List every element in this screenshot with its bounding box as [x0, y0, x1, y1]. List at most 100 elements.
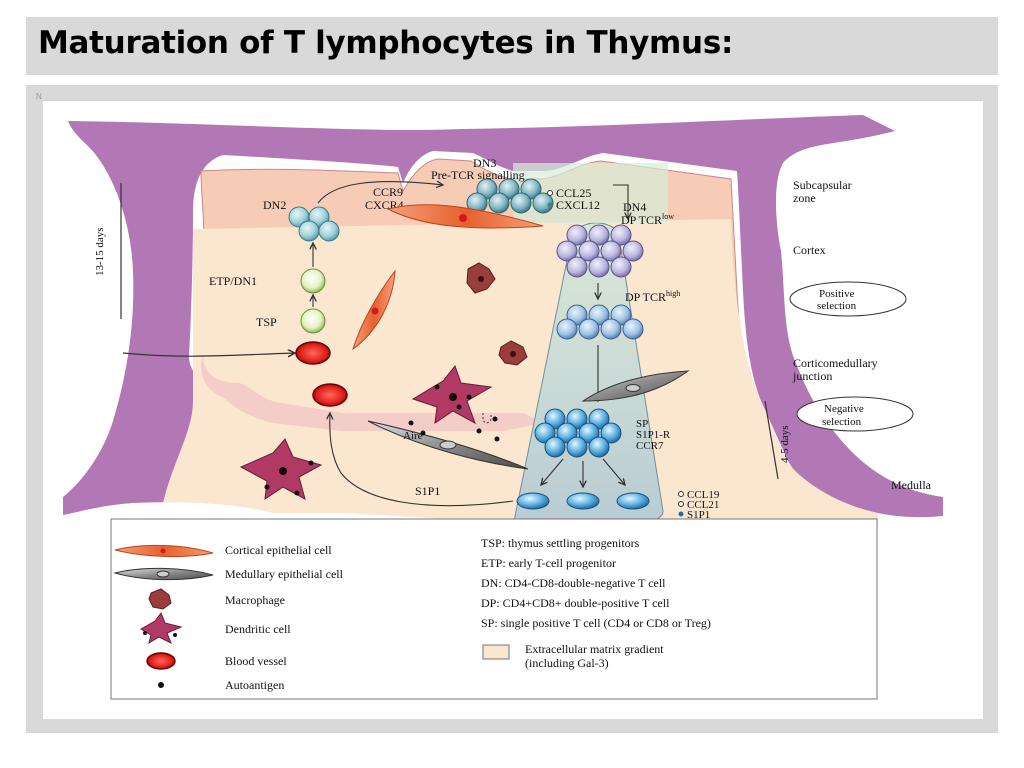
legend-cortical-nucleus — [160, 548, 166, 554]
arrow-dn2-dn3 — [317, 182, 443, 204]
thymus-diagram: 13-15 days 4-5 days TSP ETP/DN1 DN2 CCR9… — [43, 101, 983, 719]
legend-cortical-label: Cortical epithelial cell — [225, 543, 332, 557]
timeline-early-label: 13-15 days — [94, 227, 106, 276]
dp-low-cluster — [556, 224, 644, 278]
dn3-sub: Pre-TCR signalling — [431, 168, 525, 182]
blood-vessel-upper — [295, 341, 331, 365]
legend-dn-def: DN: CD4-CD8-double-negative T cell — [481, 576, 666, 590]
junction-band — [201, 356, 543, 431]
etp-cell — [300, 268, 326, 294]
dendritic-nucleus-2 — [279, 467, 287, 475]
zone-subcapsular-2: zone — [793, 191, 816, 205]
legend-macrophage-swatch — [148, 588, 172, 610]
legend-medullary-nucleus — [156, 570, 170, 578]
negative-selection-oval — [796, 396, 914, 432]
zone-negative-1: Negative — [824, 403, 864, 415]
medulla-region — [163, 219, 878, 531]
dp-low-sup: low — [662, 212, 674, 221]
legend-dendritic-swatch — [140, 611, 183, 645]
autoantigen-dots — [264, 384, 500, 496]
dn2-label: DN2 — [263, 198, 286, 212]
dp-low-label: DP TCRlow — [621, 212, 674, 227]
positive-selection-oval — [789, 281, 907, 317]
dp-high-label: DP TCRhigh — [625, 289, 680, 304]
sp-label-2: S1P1-R — [636, 429, 671, 441]
ccl19-dot — [678, 491, 684, 497]
arrow-dn3-dn4 — [613, 184, 628, 219]
legend-dendritic-dot-2 — [173, 633, 177, 637]
timeline-late-label: 4-5 days — [779, 425, 791, 463]
legend-etp-def: ETP: early T-cell progenitor — [481, 556, 616, 570]
dn2-cluster — [288, 206, 340, 242]
cxcl12-label: CXCL12 — [556, 198, 600, 212]
slide-title: Maturation of T lymphocytes in Thymus: — [38, 25, 734, 61]
zone-cmj-2: junction — [792, 369, 832, 383]
dp-high-sup: high — [666, 289, 680, 298]
zone-cortex: Cortex — [793, 243, 826, 257]
zone-negative-2: selection — [822, 416, 862, 428]
legend-box — [110, 518, 878, 700]
legend-macrophage-label: Macrophage — [225, 593, 285, 607]
sp-cluster — [534, 408, 622, 458]
s1p1-dot — [678, 511, 684, 517]
ccl21-label: CCL21 — [687, 499, 719, 511]
dendritic-nucleus-1 — [449, 393, 457, 401]
zone-positive-2: selection — [817, 300, 857, 312]
dp-low-text: DP TCR — [621, 213, 662, 227]
tsp-label: TSP — [256, 315, 277, 329]
s1p1-arrow — [330, 413, 514, 507]
legend-tsp-def: TSP: thymus settling progenitors — [481, 536, 640, 550]
s1p1-left-label: S1P1 — [415, 484, 440, 498]
legend-autoantigen-label: Autoantigen — [225, 678, 284, 692]
legend-ecm-2: (including Gal-3) — [525, 656, 609, 670]
legend-autoantigen-swatch — [158, 682, 164, 688]
blood-vessel-lower — [312, 383, 348, 407]
capsule — [63, 115, 943, 518]
etp-label: ETP/DN1 — [209, 274, 257, 288]
medullary-epithelial-nucleus-1 — [439, 440, 457, 450]
entry-arrow — [122, 353, 295, 356]
legend-ecm-1: Extracellular matrix gradient — [525, 642, 664, 656]
legend-medullary-label: Medullary epithelial cell — [225, 567, 344, 581]
cxcl12-dot — [547, 202, 553, 208]
legend-ecm-swatch — [482, 644, 510, 660]
zone-medulla: Medulla — [891, 478, 932, 492]
legend-dendritic-dot-1 — [143, 631, 147, 635]
aire-label: Aire — [403, 430, 423, 442]
timeline-late-line — [764, 400, 779, 480]
s1p1-right-label: S1P1 — [687, 509, 710, 521]
legend-sp-def: SP: single positive T cell (CD4 or CD8 o… — [481, 616, 711, 630]
legend-dp-def: DP: CD4+CD8+ double-positive T cell — [481, 596, 670, 610]
macrophage-nucleus-2 — [510, 351, 516, 357]
legend-blood-label: Blood vessel — [225, 654, 287, 668]
dn3-cluster — [466, 178, 554, 214]
cortical-epithelial-nucleus-1 — [459, 214, 467, 222]
dp-high-text: DP TCR — [625, 290, 666, 304]
exit-arrow-right — [602, 458, 625, 485]
zone-subcapsular-1: Subcapsular — [793, 178, 852, 192]
exiting-cell-2 — [566, 492, 600, 510]
ccl21-dot — [678, 501, 684, 507]
sp-label-3: CCR7 — [636, 440, 664, 452]
ccl25-label: CCL25 — [556, 186, 591, 200]
cortical-epithelial-nucleus-2 — [371, 307, 379, 315]
ccl19-label: CCL19 — [687, 489, 720, 501]
tsp-cell — [300, 308, 326, 334]
exit-arrow-left — [541, 458, 564, 485]
dn4-title: DN4 — [623, 200, 646, 214]
zone-cmj-1: Corticomedullary — [793, 356, 878, 370]
title-bar: Maturation of T lymphocytes in Thymus: — [26, 17, 998, 75]
exiting-cell-3 — [616, 492, 650, 510]
dn3-title: DN3 — [473, 156, 496, 170]
legend-dendritic-label: Dendritic cell — [225, 622, 291, 636]
corner-mark: N — [36, 92, 42, 101]
ccl25-dot — [547, 190, 553, 196]
macrophage-nucleus-1 — [478, 276, 484, 282]
legend-blood-swatch — [146, 652, 176, 670]
dp-high-cluster — [556, 304, 644, 340]
antigen-transfer-arrow — [482, 413, 492, 424]
exiting-cell-1 — [516, 492, 550, 510]
zone-positive-1: Positive — [819, 288, 855, 300]
medullary-epithelial-nucleus-2 — [625, 384, 641, 392]
sp-label-1: SP — [636, 418, 648, 430]
